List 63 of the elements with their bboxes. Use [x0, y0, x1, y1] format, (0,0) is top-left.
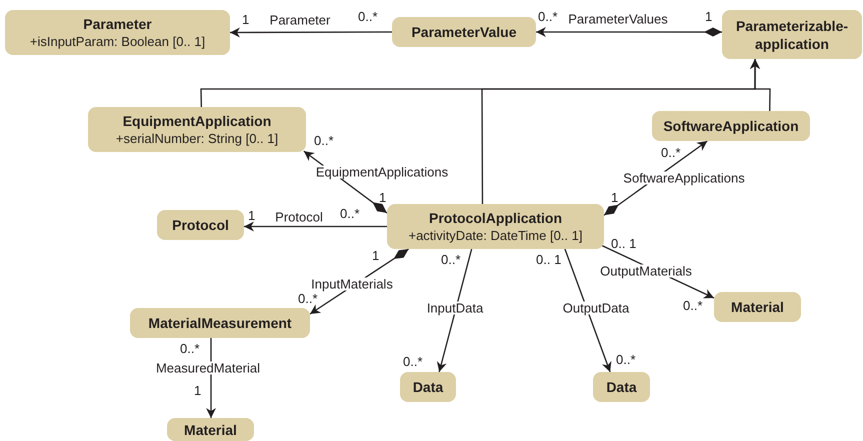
class-box — [387, 204, 604, 249]
edge-label: OutputMaterials — [599, 264, 693, 278]
class-name: ParameterValue — [411, 23, 517, 41]
multiplicity-label: 0..* — [661, 146, 681, 159]
generalization-arrow — [750, 59, 771, 111]
multiplicity-label: 0..* — [683, 299, 703, 312]
class-attribute: +serialNumber: String [0.. 1] — [116, 130, 278, 147]
class-box — [130, 308, 310, 338]
multiplicity-label: 1 — [611, 191, 618, 204]
class-box — [88, 107, 306, 152]
class-name: ProtocolApplication — [429, 209, 562, 227]
association-arrow — [230, 27, 392, 38]
class-attribute: +activityDate: DateTime [0.. 1] — [408, 227, 582, 244]
association-arrow — [244, 222, 387, 232]
class-name: Parameter — [83, 15, 152, 33]
multiplicity-label: 1 — [194, 384, 202, 397]
class-box — [400, 372, 456, 402]
class-name: Parameterizable-application — [734, 16, 850, 52]
composition-arrow — [536, 27, 722, 37]
edge-label: ParameterValues — [567, 12, 669, 26]
multiplicity-label: 0..* — [403, 355, 423, 368]
multiplicity-label: 1 — [705, 10, 712, 23]
multiplicity-label: 0..* — [441, 253, 461, 266]
class-box — [167, 418, 254, 441]
multiplicity-label: 1 — [242, 13, 250, 26]
class-name: Data — [412, 378, 444, 396]
edge-label: InputData — [426, 302, 484, 314]
association-arrow — [564, 248, 612, 372]
multiplicity-label: 0.. 1 — [536, 253, 562, 266]
class-name: Data — [606, 378, 637, 396]
class-name: Material — [184, 420, 237, 438]
multiplicity-label: 0..* — [340, 207, 360, 220]
edge-label: MeasuredMaterial — [154, 362, 262, 374]
multiplicity-label: 0..* — [298, 292, 318, 305]
multiplicity-label: 0..* — [314, 134, 334, 147]
multiplicity-label: 0..* — [358, 10, 378, 23]
edge-label: Protocol — [274, 210, 324, 224]
class-box — [714, 292, 801, 322]
multiplicity-label: 0..* — [180, 342, 200, 355]
edge-label: Parameter — [268, 14, 332, 26]
edge-label: SoftwareApplications — [622, 172, 746, 184]
class-name: SoftwareApplication — [663, 117, 799, 135]
multiplicity-label: 1 — [248, 209, 256, 222]
edge-label: InputMaterials — [310, 278, 394, 290]
class-box — [652, 111, 810, 141]
multiplicity-label: 1 — [379, 191, 386, 204]
class-box — [5, 10, 230, 55]
association-arrow — [436, 248, 472, 372]
class-box — [722, 10, 862, 59]
class-box — [157, 210, 244, 240]
multiplicity-label: 0.. 1 — [611, 237, 636, 250]
class-attribute: +isInputParam: Boolean [0.. 1] — [30, 33, 206, 50]
edge-label: EquipmentApplications — [314, 166, 450, 178]
multiplicity-label: 1 — [372, 249, 380, 262]
multiplicity-label: 0..* — [616, 353, 636, 366]
class-box — [392, 17, 536, 47]
edge-label: OutputData — [562, 302, 630, 314]
class-name: Material — [731, 298, 784, 316]
multiplicity-label: 0..* — [538, 10, 558, 23]
class-name: MaterialMeasurement — [148, 314, 292, 332]
class-box — [593, 372, 650, 402]
class-name: Protocol — [172, 216, 229, 234]
class-name: EquipmentApplication — [122, 112, 272, 130]
